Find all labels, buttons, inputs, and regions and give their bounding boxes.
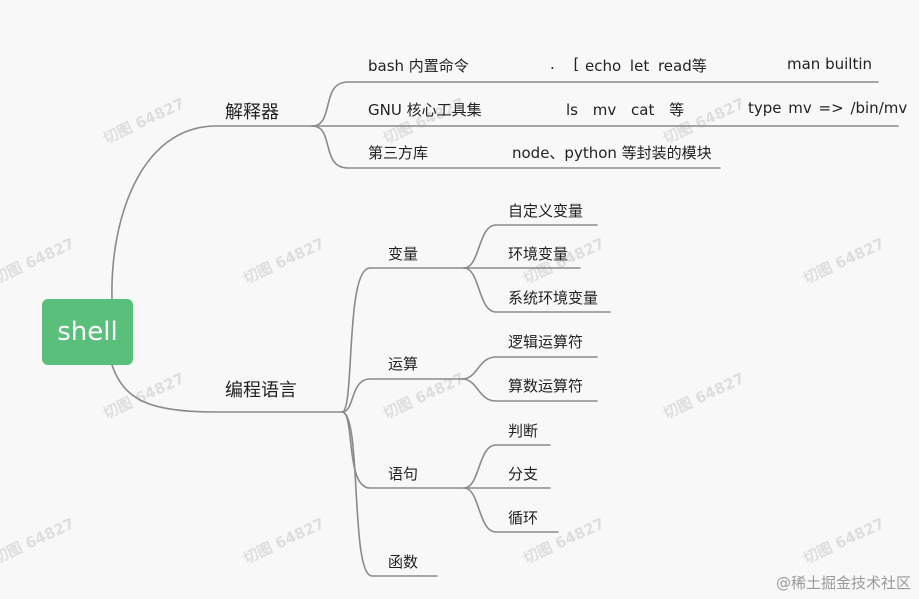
connector-programming-ops — [341, 378, 463, 413]
node-functions: 函数 — [388, 553, 419, 571]
connector-interpreter-thirdparty — [311, 125, 721, 169]
node-interpreter: 解释器 — [225, 102, 279, 123]
node-third-party-libs: 第三方库 — [368, 144, 429, 162]
source-credit: @稀土掘金技术社区 — [775, 574, 911, 592]
node-gnu-coreutils-ls-mv-cat: ls mv cat 等 — [566, 101, 685, 119]
node-statements: 语句 — [388, 465, 419, 483]
connector-root-interpreter — [111, 125, 313, 300]
connector-vars-custom — [463, 224, 598, 269]
node-bash-builtins-dot-bracket: . [ — [550, 55, 580, 73]
connector-programming-vars — [341, 267, 465, 413]
node-third-party-libs-node-python: node、python 等封装的模块 — [512, 144, 712, 162]
connector-stmt-loop — [463, 487, 559, 533]
node-bash-builtins-man: man builtin — [787, 55, 872, 73]
node-bash-builtins-echo-let-read: echo let read等 — [585, 57, 707, 75]
node-programming-language: 编程语言 — [225, 380, 297, 401]
node-gnu-coreutils-type-mv: type mv => /bin/mv — [748, 99, 908, 117]
connector-vars-sysenv — [463, 267, 611, 313]
node-arithmetic-operators: 算数运算符 — [508, 377, 584, 395]
node-operations: 运算 — [388, 355, 419, 373]
node-custom-variables: 自定义变量 — [508, 202, 584, 220]
node-system-environment-variables: 系统环境变量 — [508, 289, 599, 307]
node-gnu-coreutils: GNU 核心工具集 — [368, 101, 482, 119]
node-branch: 分支 — [508, 465, 539, 483]
node-logical-operators: 逻辑运算符 — [508, 333, 584, 351]
connector-ops-arith — [461, 378, 598, 402]
node-conditional: 判断 — [508, 422, 539, 440]
connector-programming-func — [341, 411, 438, 577]
connector-ops-logic — [461, 356, 598, 380]
connector-stmt-if — [463, 444, 551, 489]
node-variables: 变量 — [388, 245, 419, 263]
node-bash-builtins: bash 内置命令 — [368, 57, 469, 75]
connector-interpreter-bash — [311, 81, 879, 127]
node-loop: 循环 — [508, 509, 539, 527]
node-environment-variables: 环境变量 — [508, 245, 569, 263]
connector-root-programming — [111, 364, 343, 413]
root-node-shell: shell — [42, 299, 133, 365]
